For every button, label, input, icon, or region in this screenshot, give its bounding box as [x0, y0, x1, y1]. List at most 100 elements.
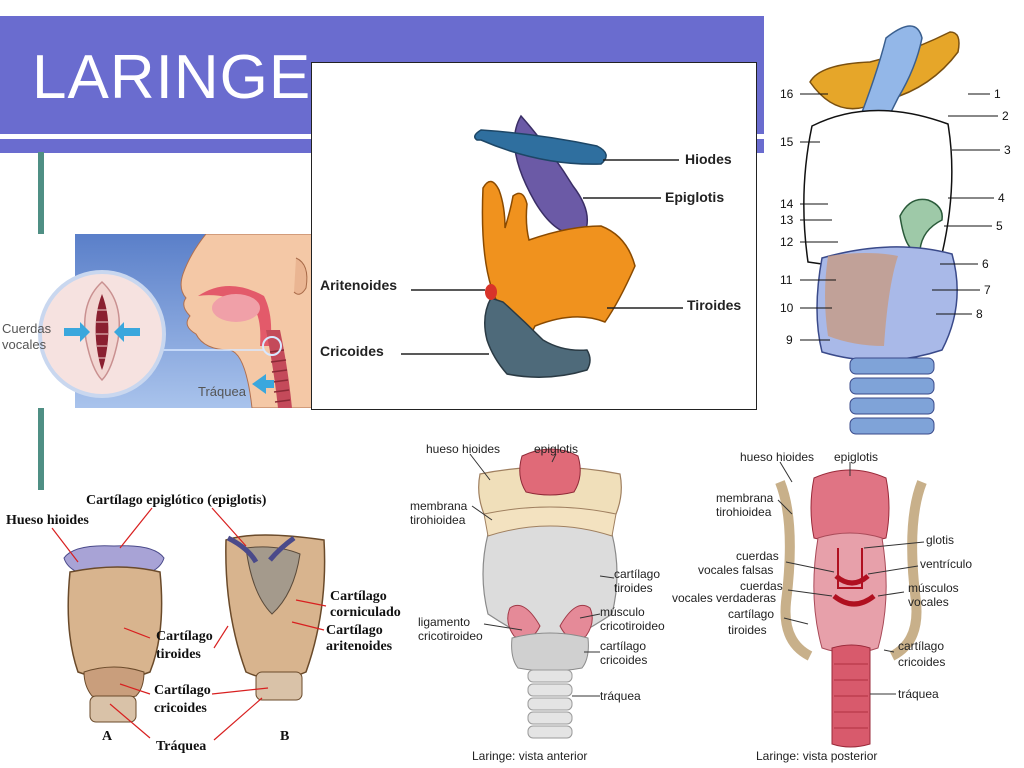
num-13: 13 — [780, 213, 794, 227]
cricoid-anterior — [511, 632, 589, 672]
num-6: 6 — [982, 257, 989, 271]
hyoid-shape — [474, 129, 607, 165]
ant-caption: Laringe: vista anterior — [472, 749, 587, 763]
posterior-view-diagram: hueso hioides epiglotis membrana tirohio… — [668, 444, 1024, 766]
label-b: B — [280, 729, 289, 744]
ant-label-ligamento-2: cricotiroideo — [418, 629, 483, 643]
num-4: 4 — [998, 191, 1005, 205]
post-label-falsas-2: vocales falsas — [698, 563, 773, 577]
post-label-musculos-1: músculos — [908, 581, 959, 595]
glottis-opening — [95, 294, 109, 370]
trachea-rings — [269, 349, 291, 403]
label-cricoides: Cricoides — [320, 343, 384, 359]
laryngeal-cavity — [813, 532, 887, 654]
label-aritenoides-2: aritenoides — [326, 639, 393, 654]
anterior-view-diagram: hueso hioides epiglotis membrana tirohio… — [404, 438, 694, 766]
arytenoid-shape — [485, 284, 497, 300]
ear — [293, 257, 308, 295]
thyroid-a — [67, 566, 163, 680]
post-label-tiroides-2: tiroides — [728, 623, 767, 637]
ab-leader-lines — [51, 507, 327, 741]
epiglottis-posterior — [810, 469, 890, 544]
post-label-falsas-1: cuerdas — [736, 549, 779, 563]
thyroid-right-wing — [889, 480, 927, 661]
ant-label-traquea: tráquea — [600, 689, 641, 703]
label-epiglotis: Epiglotis — [665, 189, 724, 205]
num-11: 11 — [780, 273, 793, 287]
ant-label-ligamento-1: ligamento — [418, 615, 470, 629]
ant-label-tiroides-2: tiroides — [614, 581, 653, 595]
ant-label-hioides: hueso hioides — [426, 442, 500, 456]
label-tiroides-1: Cartílago — [156, 629, 213, 644]
ant-label-cricoides-1: cartílago — [600, 639, 646, 653]
arrow-right-icon — [114, 322, 140, 342]
trachea-b — [255, 671, 303, 701]
label-corniculado-1: Cartílago — [330, 589, 387, 604]
numbered-leader-lines — [800, 93, 1000, 341]
label-corniculado-2: corniculado — [330, 605, 401, 620]
post-label-traquea: tráquea — [898, 687, 939, 701]
num-9: 9 — [786, 333, 793, 347]
slide-title: LARINGE — [32, 43, 312, 112]
label-aritenoides-1: Cartílago — [326, 623, 383, 638]
trachea-tube — [266, 330, 292, 408]
num-3: 3 — [1004, 143, 1011, 157]
post-label-hioides: hueso hioides — [740, 450, 814, 464]
num-8: 8 — [976, 307, 983, 321]
post-label-membrana-2: tirohioidea — [716, 505, 772, 519]
trachea-anterior — [527, 669, 573, 739]
thyroid-anterior — [482, 522, 618, 649]
post-label-musculos-2: vocales — [908, 595, 949, 609]
post-label-ventriculo: ventrículo — [920, 557, 972, 571]
lateral-larynx-diagram: Hiodes Epiglotis Aritenoides Tiroides Cr… — [311, 62, 757, 410]
post-label-tiroides-1: cartílago — [728, 607, 774, 621]
tongue — [212, 294, 260, 322]
larynx-marker — [262, 336, 282, 356]
post-label-epiglotis: epiglotis — [834, 450, 878, 464]
post-label-verdaderas-1: cuerdas — [740, 579, 783, 593]
hyoid-b — [226, 535, 259, 564]
trachea-arrow-icon — [252, 374, 274, 394]
label-cuerdas-1: Cuerdas — [2, 321, 52, 336]
num-5: 5 — [996, 219, 1003, 233]
larynx-ab-diagram: Cartílago epiglótico (epiglotis) Hueso h… — [0, 488, 410, 758]
throat-illustration: Cuerdas vocales Tráquea — [0, 234, 312, 408]
num-10: 10 — [780, 301, 794, 315]
posterior-leader-lines — [777, 461, 925, 695]
glottis-folds — [96, 309, 108, 359]
true-cords — [832, 593, 876, 607]
label-traquea: Tráquea — [198, 384, 247, 399]
cricoid-a — [83, 666, 145, 700]
label-a: A — [102, 729, 113, 744]
label-traquea-ab: Tráquea — [156, 739, 206, 754]
trachea-rings — [849, 357, 935, 435]
label-hueso-hioides: Hueso hioides — [6, 513, 89, 528]
post-label-verdaderas-2: vocales verdaderas — [672, 591, 776, 605]
num-15: 15 — [780, 135, 794, 149]
false-cords — [834, 574, 870, 586]
ant-label-musculo-2: cricotiroideo — [600, 619, 665, 633]
bullet-bar-1 — [38, 152, 44, 234]
ant-label-membrana-1: membrana — [410, 499, 468, 513]
num-2: 2 — [1002, 109, 1009, 123]
label-cricoides-1: Cartílago — [154, 683, 211, 698]
label-hiodes: Hiodes — [685, 151, 732, 167]
trachea-a — [89, 695, 137, 723]
trachea-posterior-rings — [834, 663, 868, 729]
muscle-fibers — [825, 253, 898, 346]
post-label-cricoides-1: cartílago — [898, 639, 944, 653]
post-label-glotis: glotis — [926, 533, 954, 547]
label-epiglotico: Cartílago epiglótico (epiglotis) — [86, 493, 267, 508]
glottis-bracket — [837, 548, 863, 589]
thyroid-outline — [803, 109, 953, 268]
num-14: 14 — [780, 197, 794, 211]
label-tiroides: Tiroides — [687, 297, 741, 313]
numbered-larynx-diagram: 16 15 14 13 12 11 10 9 1 2 3 4 5 6 7 8 — [772, 18, 1024, 442]
num-12: 12 — [780, 235, 794, 249]
post-label-cricoides-2: cricoides — [898, 655, 945, 669]
num-1: 1 — [994, 87, 1001, 101]
num-16: 16 — [780, 87, 794, 101]
membrane-anterior — [483, 506, 617, 537]
ant-label-membrana-2: tirohioidea — [410, 513, 466, 527]
num-7: 7 — [984, 283, 991, 297]
